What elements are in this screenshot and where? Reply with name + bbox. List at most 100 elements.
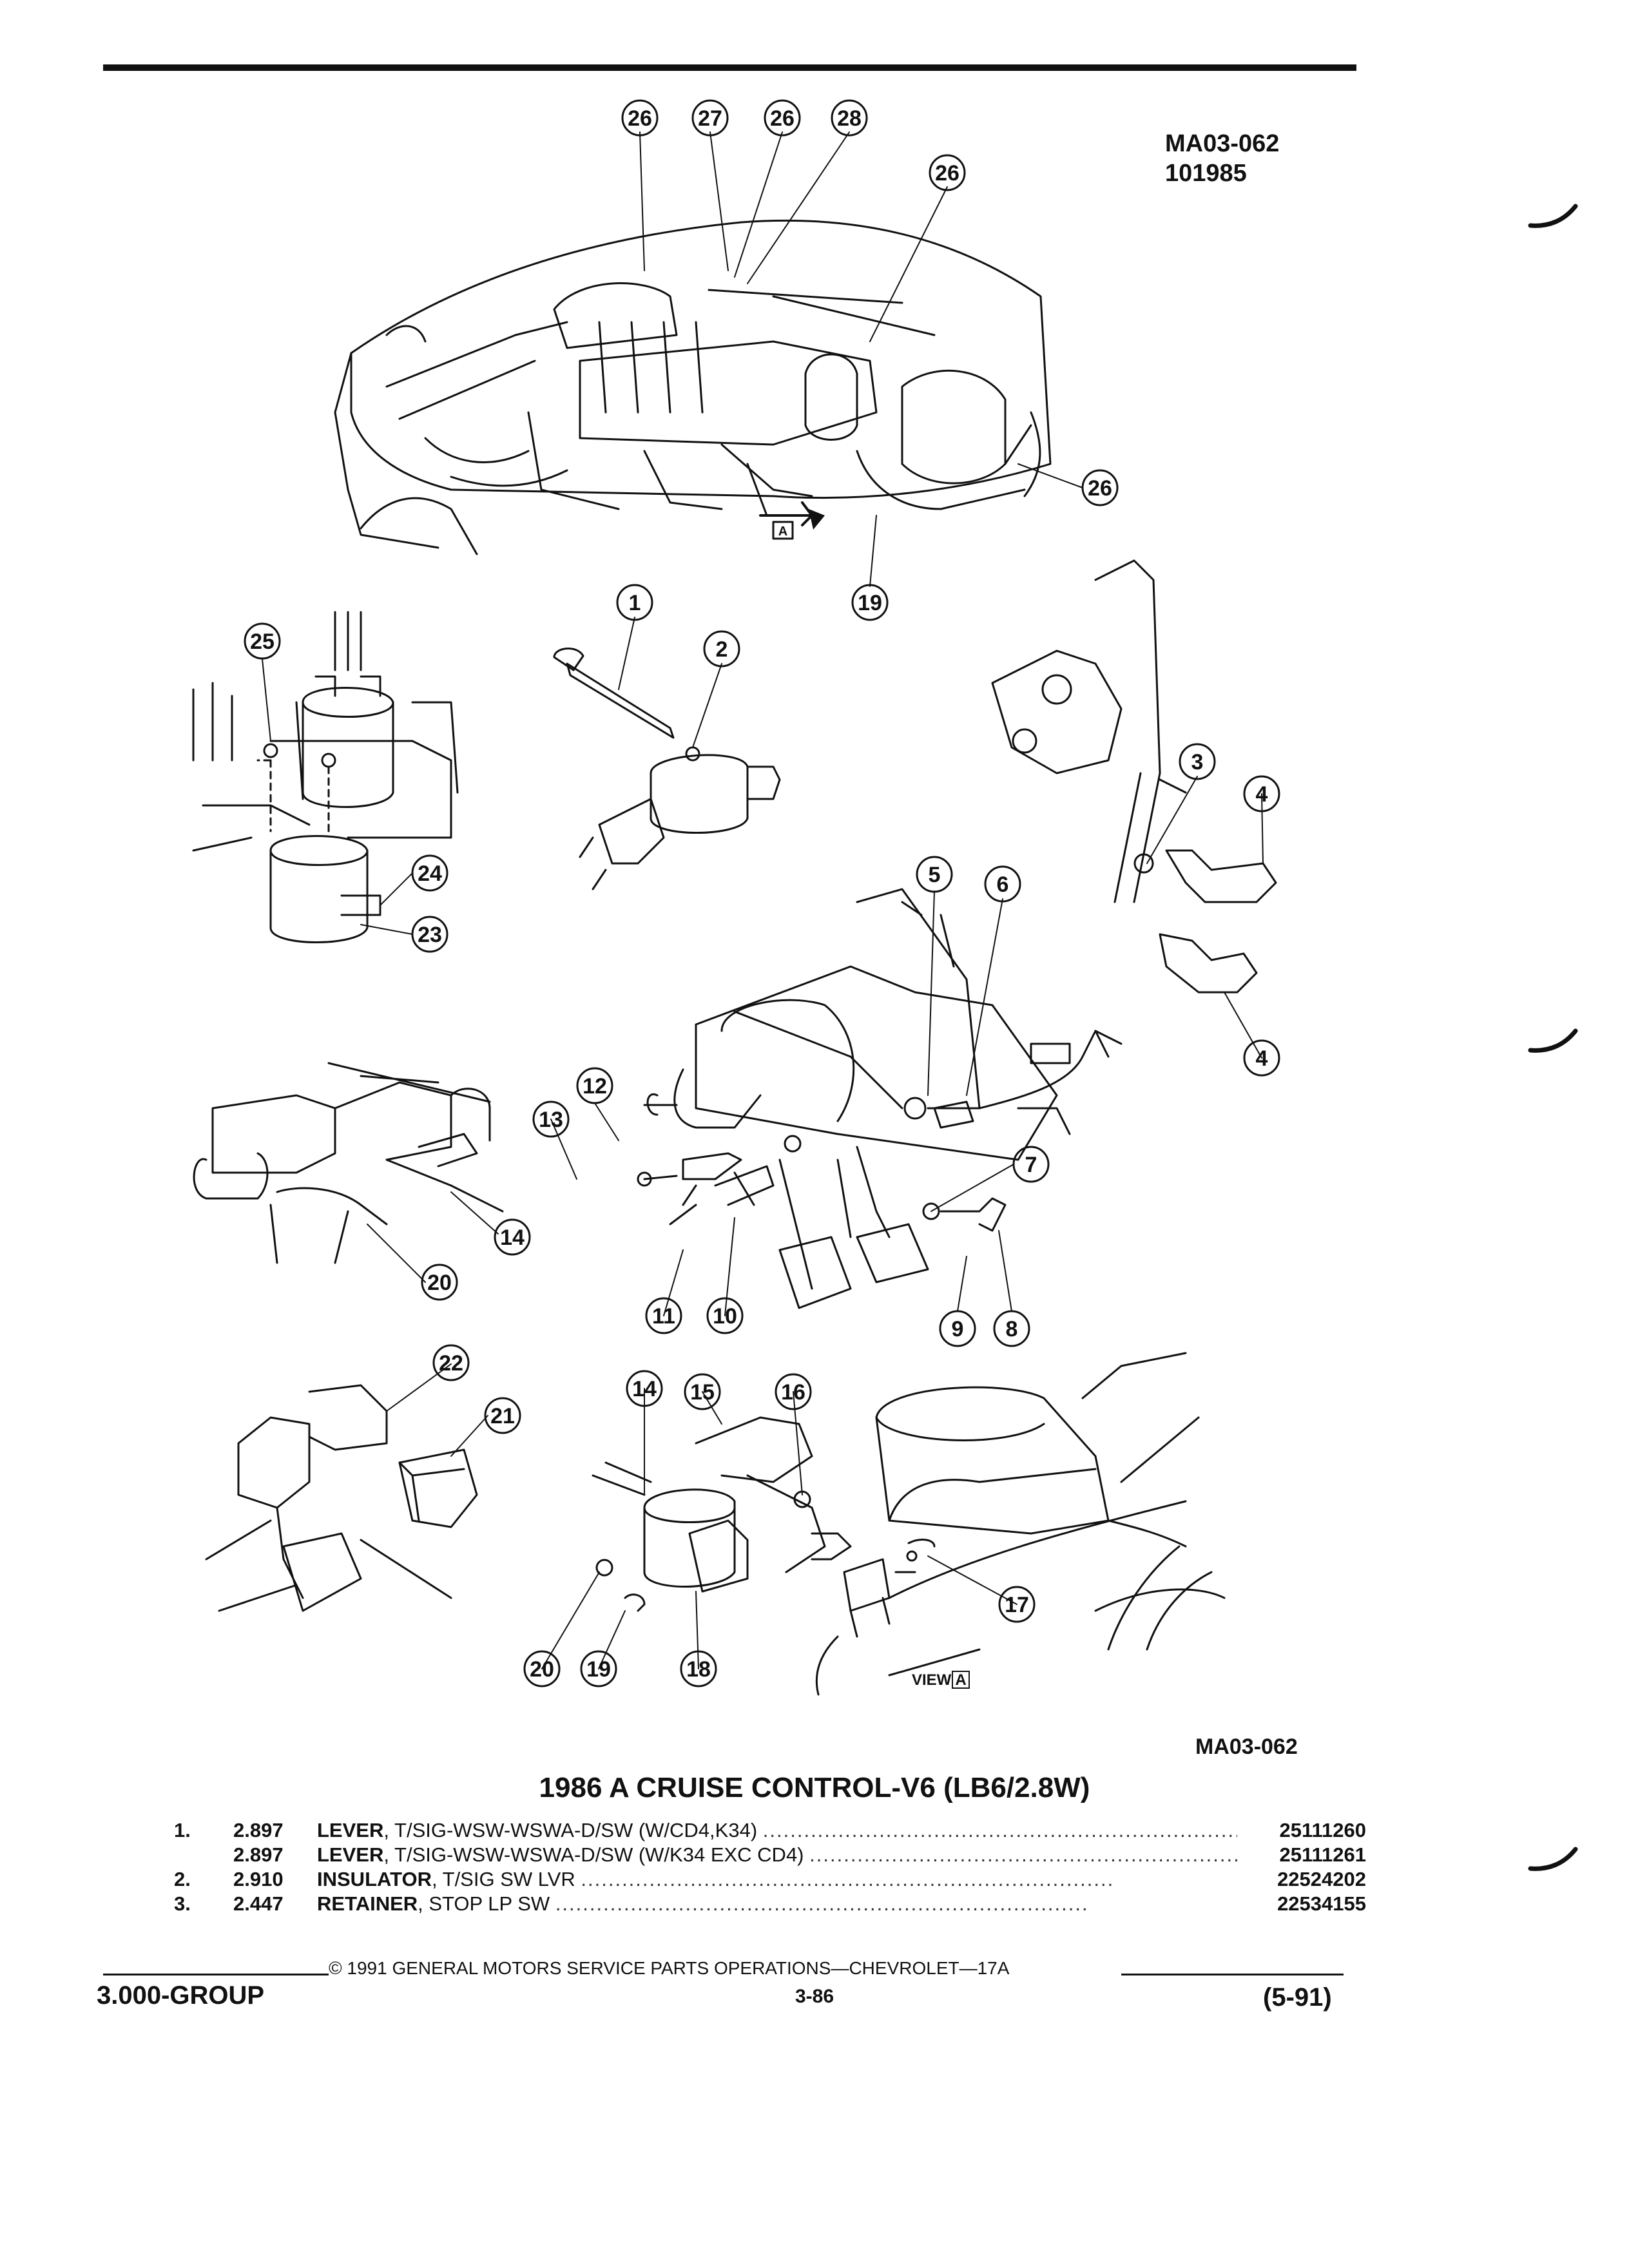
part-name: LEVER xyxy=(317,1819,384,1841)
svg-text:A: A xyxy=(778,524,787,539)
figure-id-bottom: MA03-062 xyxy=(1195,1735,1298,1759)
callout-number: 9 xyxy=(952,1317,964,1341)
callout-circle xyxy=(1243,775,1280,812)
callout-circle xyxy=(684,1373,721,1410)
callout-number: 26 xyxy=(935,161,959,186)
control-module-illustration xyxy=(192,611,459,943)
callout-circle xyxy=(411,854,448,892)
callout-number: 25 xyxy=(250,629,275,654)
view-a-label: VIEW A xyxy=(912,1671,970,1689)
footer-rule-right xyxy=(1121,1974,1344,1975)
callout-circle xyxy=(929,154,966,191)
figure-date-code: 101985 xyxy=(1165,160,1247,187)
part-name: LEVER xyxy=(317,1843,384,1866)
callout-circle xyxy=(532,1100,570,1138)
parts-row: 1. 2.897 LEVER, T/SIG-WSW-WSWA-D/SW (W/C… xyxy=(174,1818,1366,1843)
vacuum-servo-illustration xyxy=(592,1416,936,1696)
callout-number: 28 xyxy=(837,106,862,131)
callout-circle xyxy=(984,865,1021,903)
callout-number: 17 xyxy=(1005,1593,1029,1617)
leader-dots: ........................................… xyxy=(762,1819,1237,1841)
part-name: INSULATOR xyxy=(317,1868,432,1890)
footer-rule-left xyxy=(103,1974,329,1975)
callout-leader-lines xyxy=(262,131,1264,1669)
callout-number: 21 xyxy=(490,1404,515,1428)
callout-number: 5 xyxy=(929,863,941,887)
callout-number: 8 xyxy=(1006,1317,1018,1341)
top-rule xyxy=(103,64,1356,71)
callout-circle xyxy=(691,99,729,137)
parts-row: 2. 2.910 INSULATOR, T/SIG SW LVR .......… xyxy=(174,1867,1366,1892)
callout-circle xyxy=(244,622,281,660)
brake-bracket-illustration xyxy=(991,559,1277,994)
part-description: LEVER, T/SIG-WSW-WSWA-D/SW (W/K34 EXC CD… xyxy=(317,1843,1237,1867)
part-number: 22534155 xyxy=(1277,1892,1366,1915)
figure-id-top: MA03-062 101985 xyxy=(1165,129,1279,188)
callout-number: 20 xyxy=(530,1657,554,1682)
callout-circle xyxy=(645,1297,682,1334)
callout-circle xyxy=(576,1067,613,1104)
item-number: 2. xyxy=(174,1868,191,1890)
leader-dots: ........................................… xyxy=(555,1892,1089,1915)
item-number: 1. xyxy=(174,1819,191,1841)
exploded-diagram: A xyxy=(192,99,1280,1696)
footer-page-number: 3-86 xyxy=(795,1986,834,2007)
pedal-assembly-illustration xyxy=(637,888,1123,1309)
group-code: 2.897 xyxy=(233,1843,284,1866)
part-number: 22524202 xyxy=(1277,1868,1366,1890)
footer-revision-date: (5-91) xyxy=(1263,1983,1332,2012)
callout-circle xyxy=(1012,1146,1050,1183)
callout-circle xyxy=(775,1373,812,1410)
part-name: RETAINER xyxy=(317,1892,418,1915)
accelerator-pedal-illustration xyxy=(205,1384,478,1612)
throttle-body-illustration xyxy=(193,1062,504,1264)
engine-compartment-illustration: A xyxy=(334,219,1052,555)
group-code: 2.447 xyxy=(233,1892,284,1915)
callout-circle xyxy=(993,1310,1030,1347)
callout-circle xyxy=(621,99,659,137)
section-title: 1986 A CRUISE CONTROL-V6 (LB6/2.8W) xyxy=(539,1772,1090,1803)
callout-number: 18 xyxy=(686,1657,711,1682)
footer-copyright: © 1991 GENERAL MOTORS SERVICE PARTS OPER… xyxy=(329,1958,1010,1978)
item-number: 3. xyxy=(174,1892,191,1915)
callout-number: 7 xyxy=(1025,1153,1037,1177)
callout-number: 26 xyxy=(770,106,795,131)
binder-mark xyxy=(1528,204,1578,228)
part-description: INSULATOR, T/SIG SW LVR ................… xyxy=(317,1867,1237,1892)
binder-mark xyxy=(1528,1847,1578,1871)
item-number xyxy=(174,1843,233,1867)
parts-row: 2.897 LEVER, T/SIG-WSW-WSWA-D/SW (W/K34 … xyxy=(174,1843,1366,1867)
callout-circle xyxy=(626,1370,663,1407)
callout-circle xyxy=(1243,1039,1280,1077)
part-detail: , T/SIG-WSW-WSWA-D/SW (W/CD4,K34) xyxy=(383,1819,758,1841)
callout-number: 14 xyxy=(632,1377,657,1401)
callout-circle xyxy=(939,1310,976,1347)
callout-number: 13 xyxy=(539,1108,563,1132)
callout-circle xyxy=(998,1586,1036,1623)
callout-circle xyxy=(494,1218,531,1256)
view-label-text: VIEW xyxy=(912,1671,952,1689)
callout-number: 14 xyxy=(500,1225,525,1250)
callout-number: 4 xyxy=(1256,782,1268,807)
callout-number: 23 xyxy=(418,923,442,947)
parts-row: 3. 2.447 RETAINER, STOP LP SW ..........… xyxy=(174,1892,1366,1916)
callout-circle xyxy=(764,99,801,137)
callout-number: 1 xyxy=(629,591,641,615)
leader-dots: ........................................… xyxy=(809,1843,1237,1866)
callout-circle xyxy=(703,630,740,668)
callout-circle xyxy=(432,1344,470,1381)
callout-number: 6 xyxy=(997,872,1009,897)
callout-circle xyxy=(484,1397,521,1434)
callout-circle xyxy=(523,1650,561,1687)
part-number: 25111260 xyxy=(1279,1819,1366,1841)
part-description: RETAINER, STOP LP SW ...................… xyxy=(317,1892,1237,1916)
callout-circle xyxy=(706,1297,744,1334)
callout-number: 26 xyxy=(628,106,652,131)
callout-numbers: 26 27 26 28 26 26 19 1 2 25 24 23 3 4 4 … xyxy=(250,106,1268,1682)
part-detail: , STOP LP SW xyxy=(418,1892,550,1915)
group-code: 2.910 xyxy=(233,1868,284,1890)
group-code: 2.897 xyxy=(233,1819,284,1841)
callout-circle xyxy=(421,1264,458,1301)
callout-circle xyxy=(831,99,868,137)
part-description: LEVER, T/SIG-WSW-WSWA-D/SW (W/CD4,K34) .… xyxy=(317,1818,1237,1843)
